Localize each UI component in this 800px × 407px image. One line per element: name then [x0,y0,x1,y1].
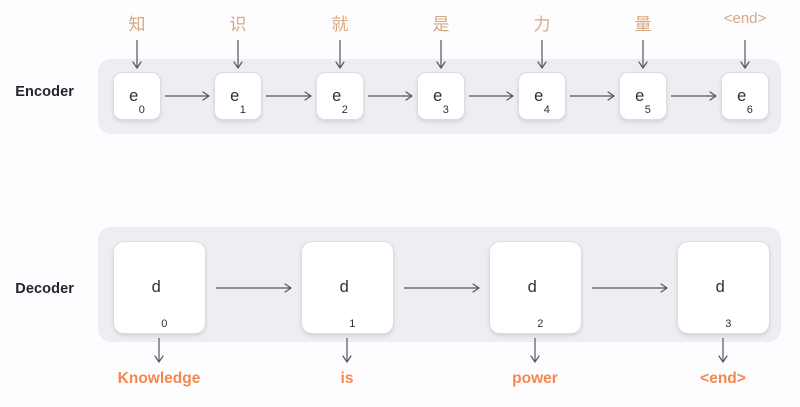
encoder-row-label: Encoder [15,84,74,100]
encoder-input-token-2: 就 [331,15,349,34]
encoder-cell-0-subscript: 0 [138,104,145,116]
encoder-cell-2-subscript: 2 [341,104,348,116]
encoder-cell-3-base: e [433,86,443,105]
encoder-input-token-3: 是 [432,15,450,34]
encoder-input-token-0: 知 [128,15,146,34]
decoder-cell-1-subscript: 1 [349,318,356,330]
encoder-input-token-4: 力 [533,15,551,34]
encoder-cell-1-base: e [230,86,240,105]
encoder-cell-6-subscript: 6 [746,104,753,116]
encoder-cell-4-subscript: 4 [543,104,550,116]
decoder-cell-3-subscript: 3 [725,318,732,330]
decoder-cell-0-subscript: 0 [161,318,168,330]
decoder-output-token-1: is [340,370,354,387]
encoder-cell-3-subscript: 3 [442,104,449,116]
encoder-cell-4-base: e [534,86,544,105]
decoder-output-token-2: power [512,370,558,387]
decoder-row-label: Decoder [15,281,74,297]
encoder-cell-0-base: e [129,86,139,105]
decoder-output-token-0: Knowledge [117,370,201,387]
encoder-cell-5-subscript: 5 [644,104,651,116]
encoder-input-token-6: <end> [723,10,767,27]
decoder-cell-1-base: d [339,278,349,297]
encoder-cell-1-subscript: 1 [239,104,246,116]
decoder-band [98,227,781,342]
decoder-output-token-3: <end> [700,370,746,387]
encoder-input-token-1: 识 [229,15,247,34]
decoder-cell-2-base: d [527,278,537,297]
encoder-cell-2-base: e [332,86,342,105]
decoder-cell-2-subscript: 2 [537,318,544,330]
encoder-cell-6-base: e [737,86,747,105]
decoder-cell-3-base: d [715,278,725,297]
decoder-cell-0-base: d [151,278,161,297]
encoder-cell-5-base: e [635,86,645,105]
encoder-input-token-5: 量 [634,15,652,34]
